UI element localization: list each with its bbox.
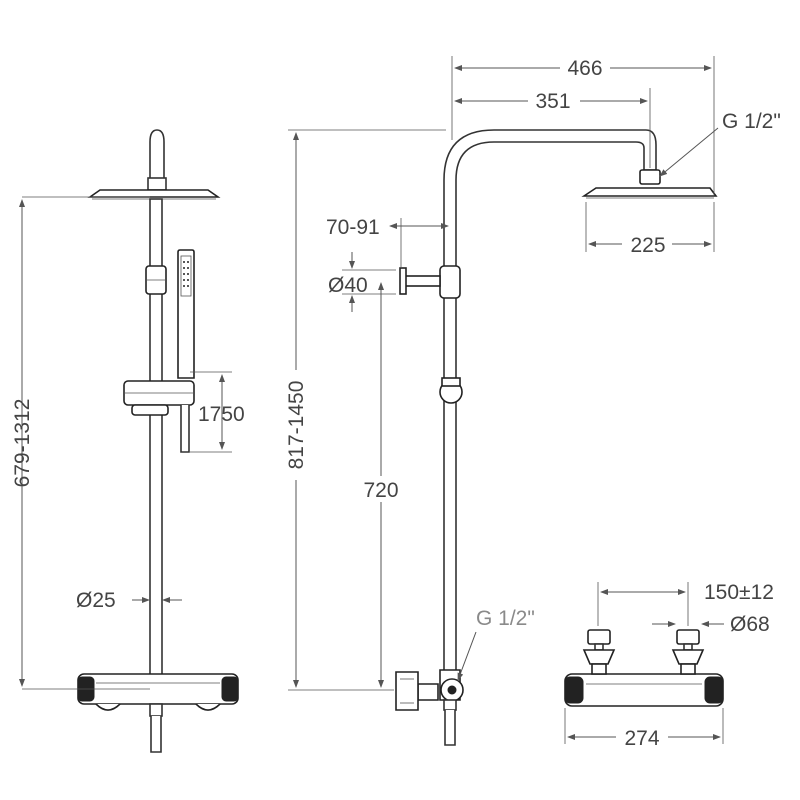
center-distance-label: 150±12 xyxy=(704,581,774,604)
cover-diameter-label: Ø68 xyxy=(730,613,770,636)
inlet-thread-label: G 1/2" xyxy=(476,607,535,630)
side-view xyxy=(395,129,718,746)
hand-shower-length-label: 1750 xyxy=(198,403,245,426)
mixer-length-label: 274 xyxy=(624,727,659,750)
arm-length-label: 466 xyxy=(567,57,602,80)
wall-offset-label: 70-91 xyxy=(326,216,380,239)
mixer-view-dimensions: 150±12 Ø68 274 xyxy=(564,581,774,750)
rail-diameter-label: Ø25 xyxy=(76,589,116,612)
front-total-height-label: 679-1312 xyxy=(11,399,34,488)
mixer-view xyxy=(564,629,724,707)
side-total-height-label: 817-1450 xyxy=(285,381,308,470)
side-view-dimensions: 466 351 G 1/2" 225 70-91 Ø40 817-1450 xyxy=(283,55,781,691)
head-offset-label: 351 xyxy=(535,90,570,113)
front-view xyxy=(77,129,239,753)
front-view-dimensions: 679-1312 1750 Ø25 xyxy=(11,196,245,690)
head-thread-label: G 1/2" xyxy=(722,110,781,133)
head-diameter-label: 225 xyxy=(630,234,665,257)
bracket-diameter-label: Ø40 xyxy=(328,274,368,297)
bracket-height-label: 720 xyxy=(363,479,398,502)
